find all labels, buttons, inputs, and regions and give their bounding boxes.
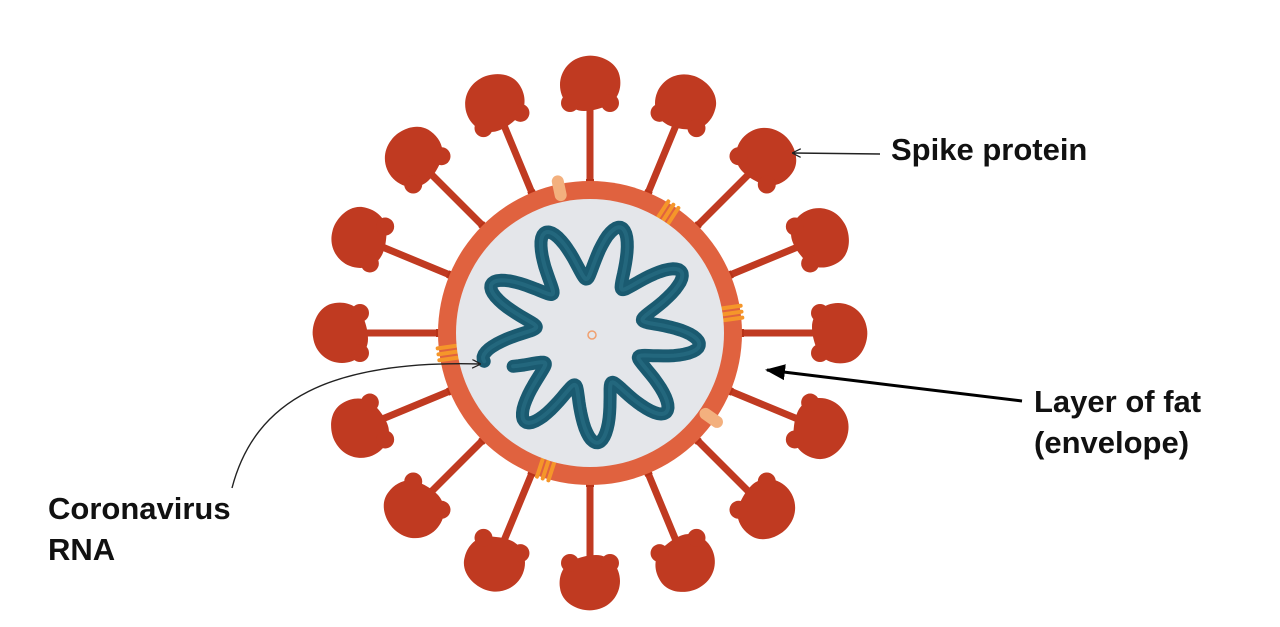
rna-strand-highlight [481, 225, 702, 445]
membrane-protein-3 [535, 457, 556, 483]
rna-arrow [231, 364, 480, 489]
envelope-label-line2: (envelope) [1034, 425, 1189, 460]
envelope-protein-1 [551, 175, 567, 202]
membrane-proteins [435, 175, 745, 483]
envelope-protein-2 [699, 407, 723, 428]
center-dot [587, 330, 597, 340]
rna-label-line1: Coronavirus [48, 491, 231, 526]
spike-protein-arrow [793, 153, 881, 154]
envelope-label-line1: Layer of fat [1034, 384, 1201, 419]
membrane-protein-1 [656, 199, 681, 226]
membrane-protein-4 [435, 343, 460, 363]
envelope-arrow [765, 364, 1023, 403]
spike-protein-label: Spike protein [891, 132, 1087, 167]
rna-label-line2: RNA [48, 532, 115, 567]
membrane-protein-2 [720, 303, 745, 323]
